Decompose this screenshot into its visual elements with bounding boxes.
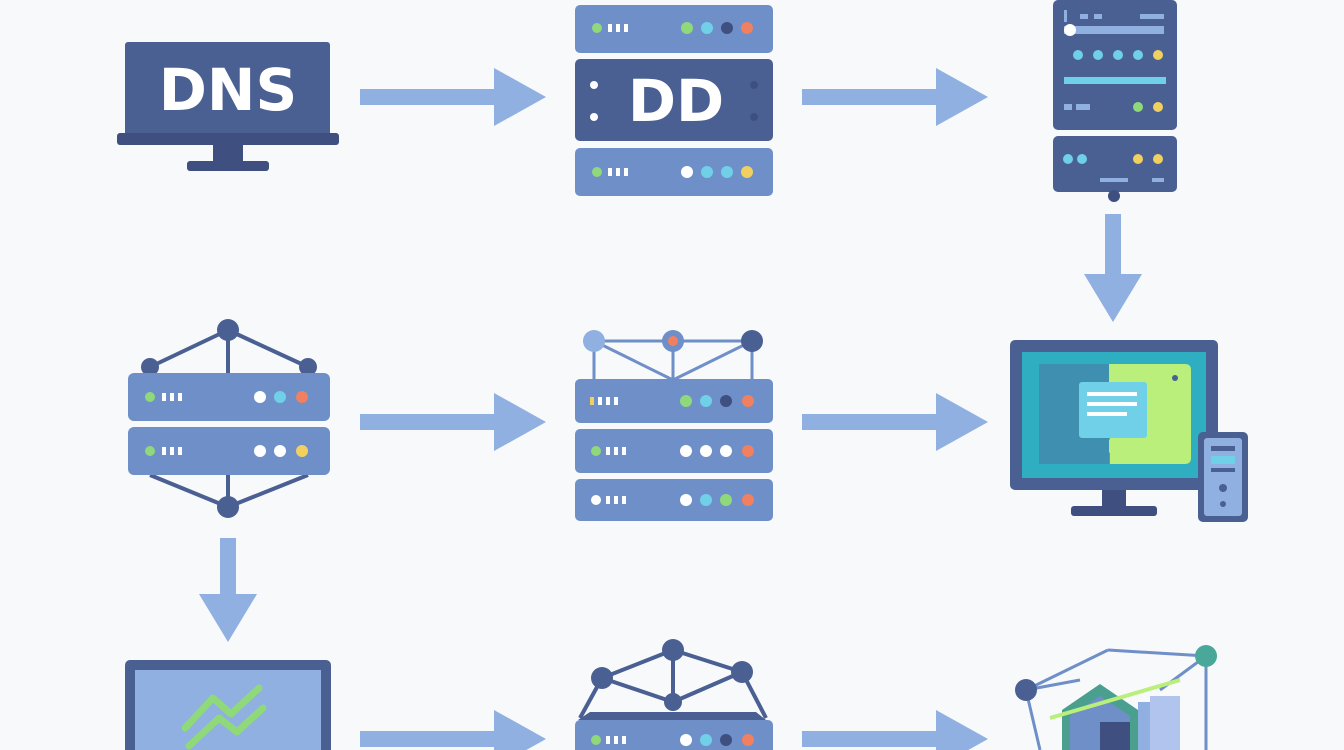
dns-label: DNS [159, 56, 297, 124]
dd-label: DD [628, 67, 724, 135]
arrow-tower-to-desktop [1084, 214, 1142, 322]
arrow-dd-to-tower [802, 68, 988, 126]
analytics-monitor-icon [125, 660, 331, 750]
network-gateway-icon [575, 639, 773, 750]
arrow-cluster-to-stack [360, 393, 546, 451]
desktop-with-device-icon [1010, 340, 1248, 522]
network-server-cluster-icon [128, 319, 330, 518]
arrow-gateway-to-graph [802, 710, 988, 750]
arrow-stack-to-desktop [802, 393, 988, 451]
network-graph-buildings-icon [1015, 645, 1217, 750]
server-tower-icon [1053, 0, 1177, 202]
dns-monitor-icon: DNS [117, 42, 339, 171]
network-server-stack-icon [575, 330, 773, 521]
arrow-dns-to-dd [360, 68, 546, 126]
arrow-analytics-to-gateway [360, 710, 546, 750]
arrow-cluster-to-analytics [199, 538, 257, 642]
dd-server-rack-icon: DD [575, 5, 773, 196]
